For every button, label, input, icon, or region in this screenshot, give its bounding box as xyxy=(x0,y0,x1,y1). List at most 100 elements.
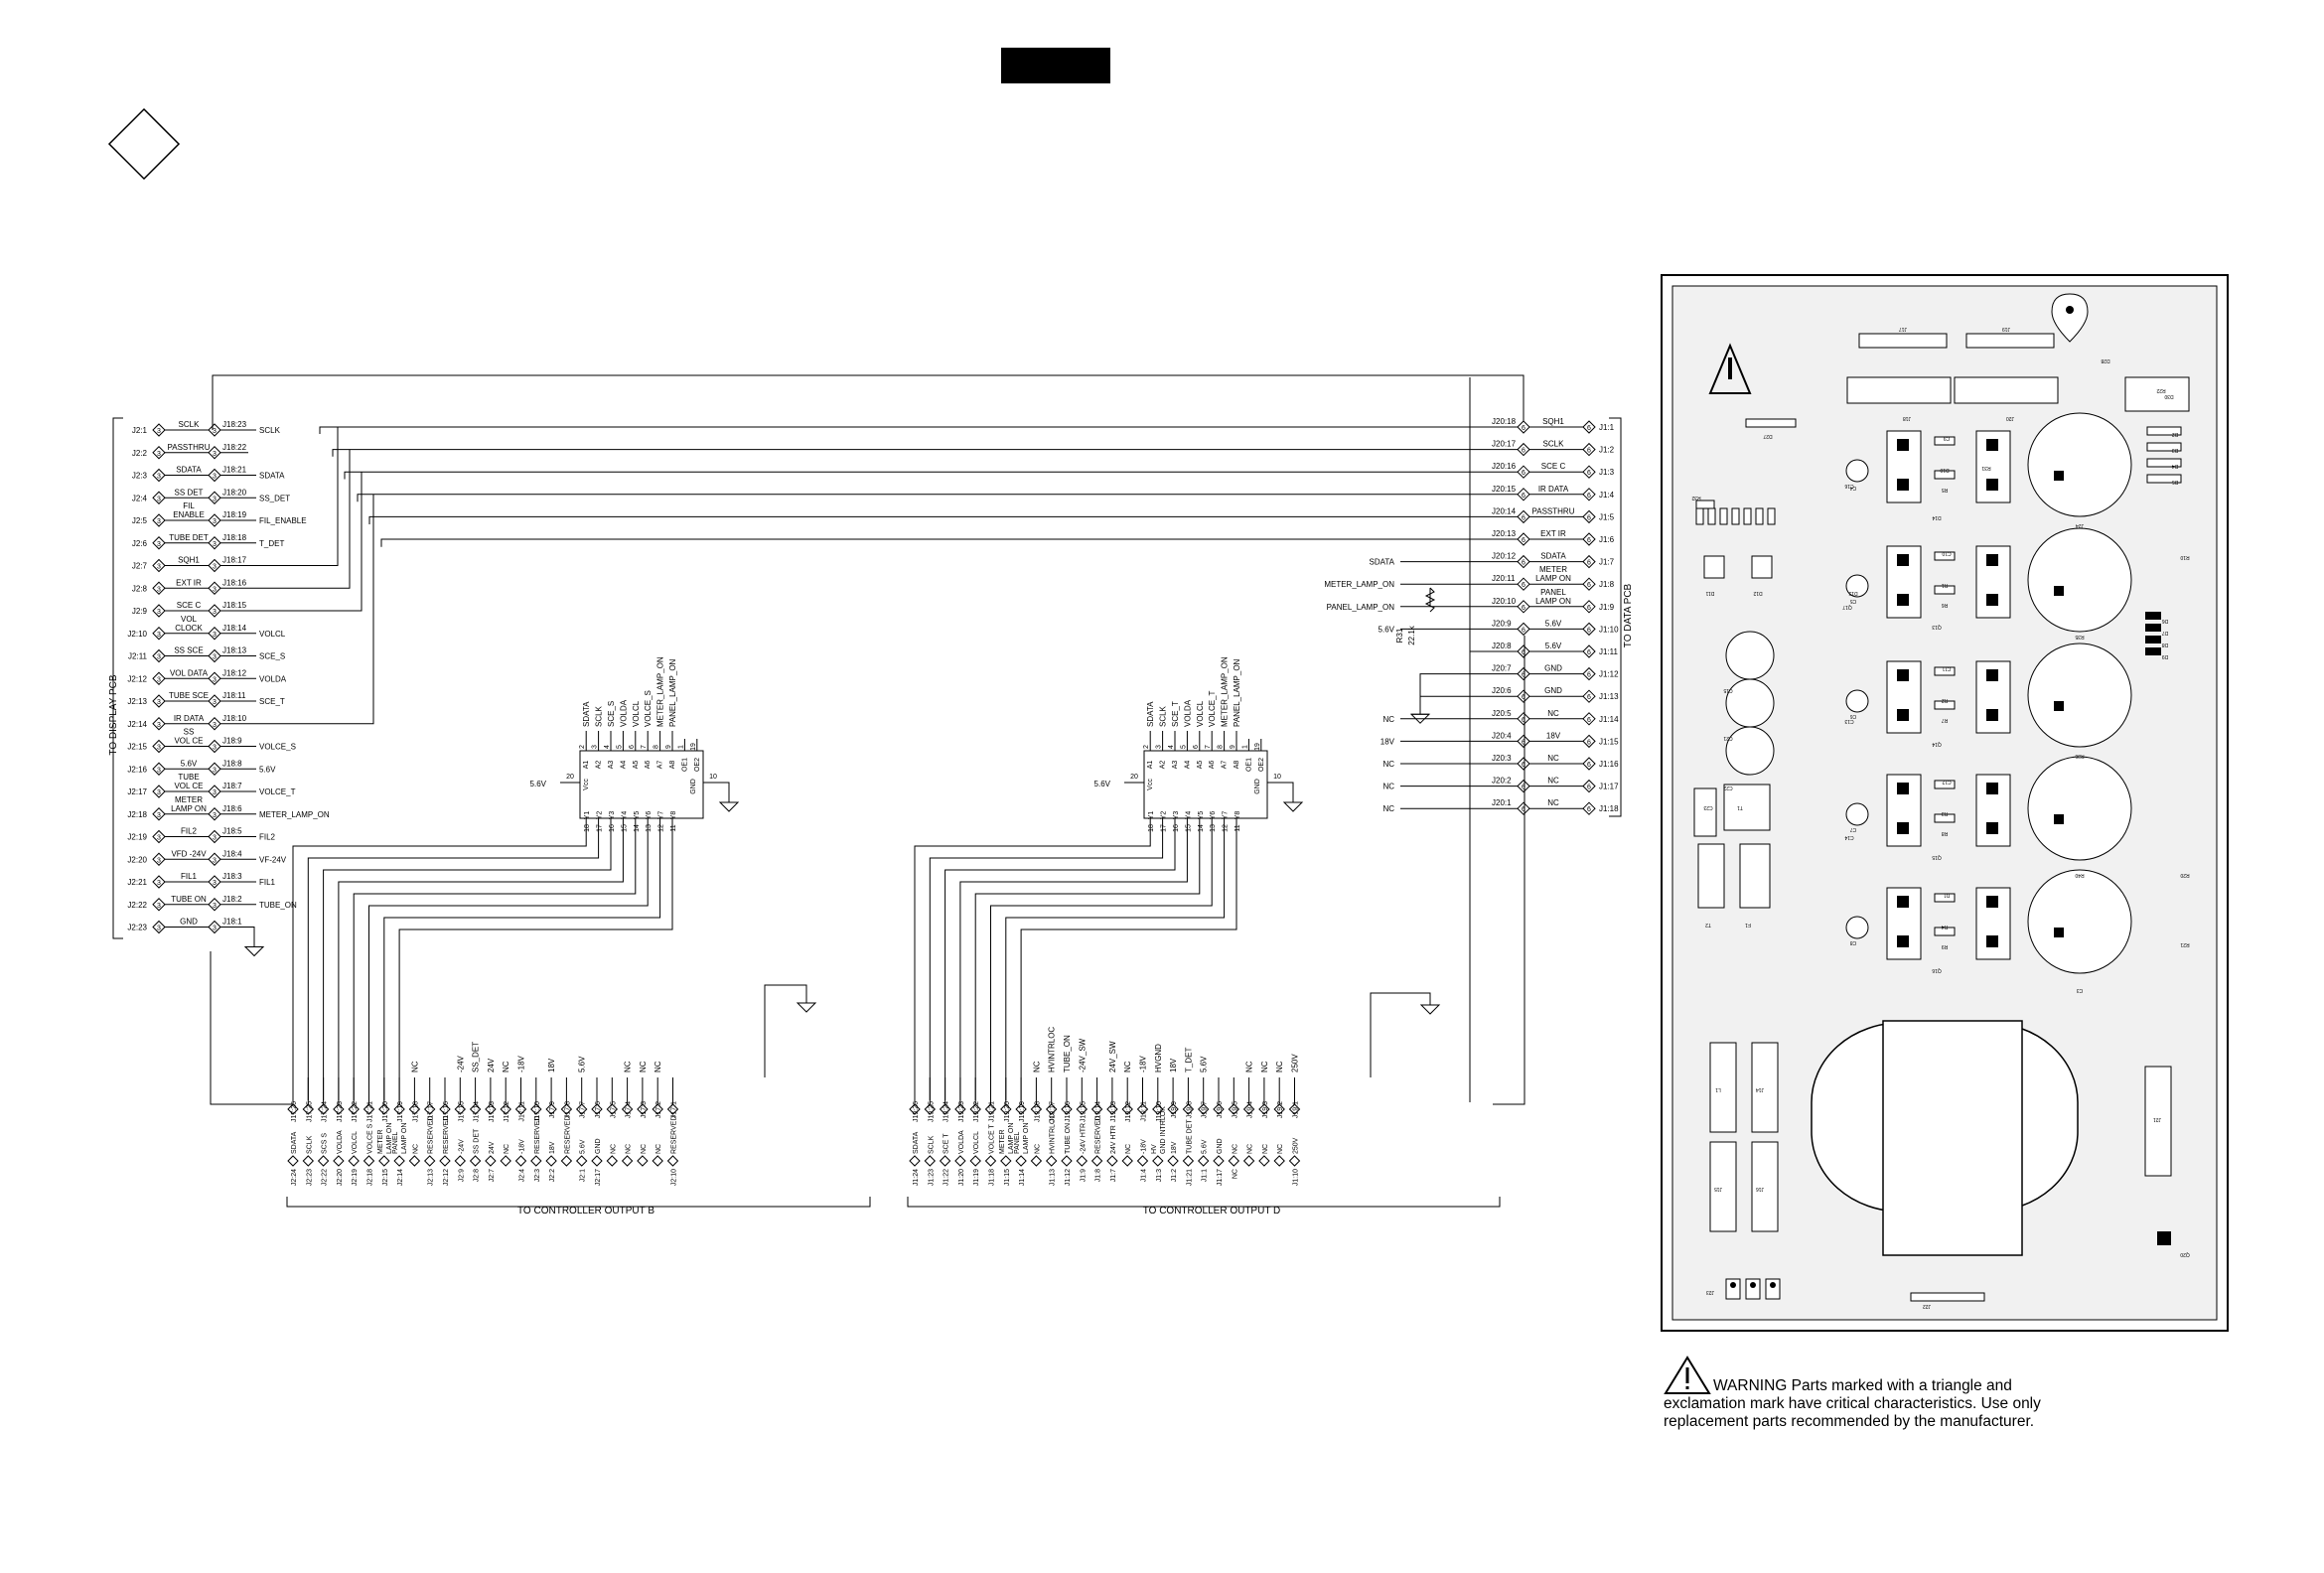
pcb-header-d27 xyxy=(1745,418,1797,428)
bus-sig-16: RESERVED xyxy=(534,1116,541,1154)
bus-jpin-11: J17:15 xyxy=(458,1101,465,1122)
right-diamond-b-4 xyxy=(1582,509,1596,524)
left-pin-11: J2:12 xyxy=(127,674,147,683)
right-pin-10: J1:11 xyxy=(1599,647,1619,656)
pcb-label-11: D14 xyxy=(1932,514,1941,520)
left-sig-0: SCLK xyxy=(179,420,201,429)
bus-jpin-17: J19:9 xyxy=(1171,1101,1178,1118)
pcb-label-55: D9 xyxy=(2162,653,2169,659)
r31-ref: R31 xyxy=(1395,628,1404,643)
bus-pin-7: J2:14 xyxy=(397,1169,404,1186)
bus-sig-14: NC xyxy=(504,1144,510,1154)
left-jpin-0: J18:23 xyxy=(222,420,247,429)
bus-jpin-20: J17:6 xyxy=(595,1101,602,1118)
bus-pin-19: J2:1 xyxy=(580,1169,587,1182)
left-jpin-1: J18:22 xyxy=(222,443,247,452)
ic-bottom-pin-7: 11 xyxy=(1235,824,1241,831)
pcb-diode-mid-2 xyxy=(2145,636,2161,644)
ic-body xyxy=(1143,750,1268,819)
ic-gnd: GND xyxy=(690,779,697,794)
right-diamond-b-8-num: 6 xyxy=(1587,605,1591,612)
pcb-label-38: C4 xyxy=(1850,485,1857,491)
ic-right-route-5 xyxy=(990,832,1213,1100)
bus-sig-17: 18V xyxy=(1171,1141,1178,1154)
bus-jpin-25: J19:1 xyxy=(1293,1101,1300,1118)
left-jpin-11: J18:12 xyxy=(222,668,247,677)
pcb-label-26: L1 xyxy=(1715,1086,1721,1092)
left-diamond-16-num: 3 xyxy=(157,789,161,796)
bus-diamond-b-4 xyxy=(348,1155,360,1167)
pcb-label-69: R22 xyxy=(2156,387,2165,393)
bus-diamond-a-5 xyxy=(984,1103,997,1115)
right-diamond-b-14-num: 6 xyxy=(1587,739,1591,746)
right-net-7: METER_LAMP_ON xyxy=(1324,580,1394,589)
pcb-label-56: D10 xyxy=(1940,467,1949,473)
left-diamond-2 xyxy=(152,468,166,483)
bus-diamond-b-11 xyxy=(454,1155,467,1167)
ic-inner-bottom-3: Y4 xyxy=(621,811,628,820)
pcb-label-1: J18 xyxy=(1903,415,1911,421)
bus-d-gnd-tri xyxy=(1419,1004,1441,1015)
right-net-9: 5.6V xyxy=(1379,625,1395,634)
right-diamond-a-1 xyxy=(1517,442,1530,457)
bus-jpin-5: J17:21 xyxy=(367,1101,374,1122)
to-data-pcb-label: TO DATA PCB xyxy=(1623,583,1634,647)
left-net-11: VOLDA xyxy=(259,674,287,683)
pcb-warning-exclaim xyxy=(1728,358,1732,379)
ic-top-pin-8: 1 xyxy=(677,745,684,749)
ic-label-5: VOLCE_S xyxy=(644,690,653,727)
pcb-t1 xyxy=(1693,787,1717,837)
bus-pin-6: J1:15 xyxy=(1004,1169,1011,1186)
right-diamond-a-4-num: 6 xyxy=(1522,514,1525,521)
bus-sig-18: TUBE DET xyxy=(1186,1119,1193,1154)
bus-diamond-b-10 xyxy=(1061,1155,1073,1167)
left-diamond-17-num: 3 xyxy=(157,812,161,819)
bus-diamond-a-11 xyxy=(1076,1103,1089,1115)
pcb-label-63: R7 xyxy=(1942,717,1949,723)
pcb-pad-c-4 xyxy=(1986,896,1998,908)
pcb-label-8: D11 xyxy=(1705,590,1714,596)
bus-sig-0: SDATA xyxy=(291,1131,298,1154)
left-sig-1: PASSTHRU xyxy=(168,443,211,452)
bus-diamond-a-10 xyxy=(1061,1103,1073,1115)
bus-diamond-b-20 xyxy=(591,1155,603,1167)
r31-value: 22.1k xyxy=(1407,625,1416,645)
pcb-pad-c-0 xyxy=(1986,439,1998,451)
pcb-pad-b-2 xyxy=(1897,709,1909,721)
bus-pin-13: J2:7 xyxy=(489,1169,496,1182)
pcb-res-b-4 xyxy=(1934,927,1956,936)
ic-top-pin-1: 3 xyxy=(592,745,599,749)
left-diamond-2-num: 3 xyxy=(157,474,161,481)
bus-diamond-a-24 xyxy=(652,1103,663,1115)
bus-jpin-23: J17:3 xyxy=(641,1101,648,1118)
bus-jpin-15: J19:11 xyxy=(1141,1101,1148,1122)
bus-wire-1 xyxy=(332,449,1470,457)
pcb-label-24: T2 xyxy=(1705,922,1711,928)
bus-jpin-8: J19:18 xyxy=(1034,1101,1041,1122)
pcb-label-34: R35 xyxy=(2075,634,2084,640)
right-sig-3: IR DATA xyxy=(1538,485,1569,494)
right-diamond-a-3 xyxy=(1517,488,1530,501)
bus-diamond-a-6 xyxy=(378,1103,390,1115)
pcb-cap-small-2 xyxy=(1845,689,1869,713)
ic-gnd-symbol-tri xyxy=(1282,801,1304,812)
pcb-pad-c-3 xyxy=(1986,783,1998,794)
pcb-pad-a-4 xyxy=(1897,896,1909,908)
right-pin-7: J1:8 xyxy=(1599,580,1615,589)
ic-inner-top-4: A5 xyxy=(1197,761,1204,770)
bus-diamond-b-7 xyxy=(393,1155,405,1167)
bus-jpin-1: J17:25 xyxy=(306,1101,313,1122)
right-diamond-a-6-num: 6 xyxy=(1522,560,1525,567)
bus-sig-a-6: METER xyxy=(999,1130,1006,1155)
bus-net-15: -18V xyxy=(517,1055,526,1072)
left-diamond-11 xyxy=(152,671,166,685)
bus-pin-16: J2:3 xyxy=(534,1169,541,1182)
right-jpin-12: J20:6 xyxy=(1492,686,1512,695)
right-diamond-a-11 xyxy=(1517,666,1530,681)
bus-jpin-23: J19:3 xyxy=(1262,1101,1269,1118)
bus-pin-25: J1:10 xyxy=(1293,1169,1300,1186)
pcb-diode-mid-0 xyxy=(2145,612,2161,620)
pcb-label-71: Q20 xyxy=(2180,1251,2190,1257)
pcb-cap-large-1 xyxy=(2027,527,2132,633)
left-net-18: FIL2 xyxy=(259,833,276,842)
